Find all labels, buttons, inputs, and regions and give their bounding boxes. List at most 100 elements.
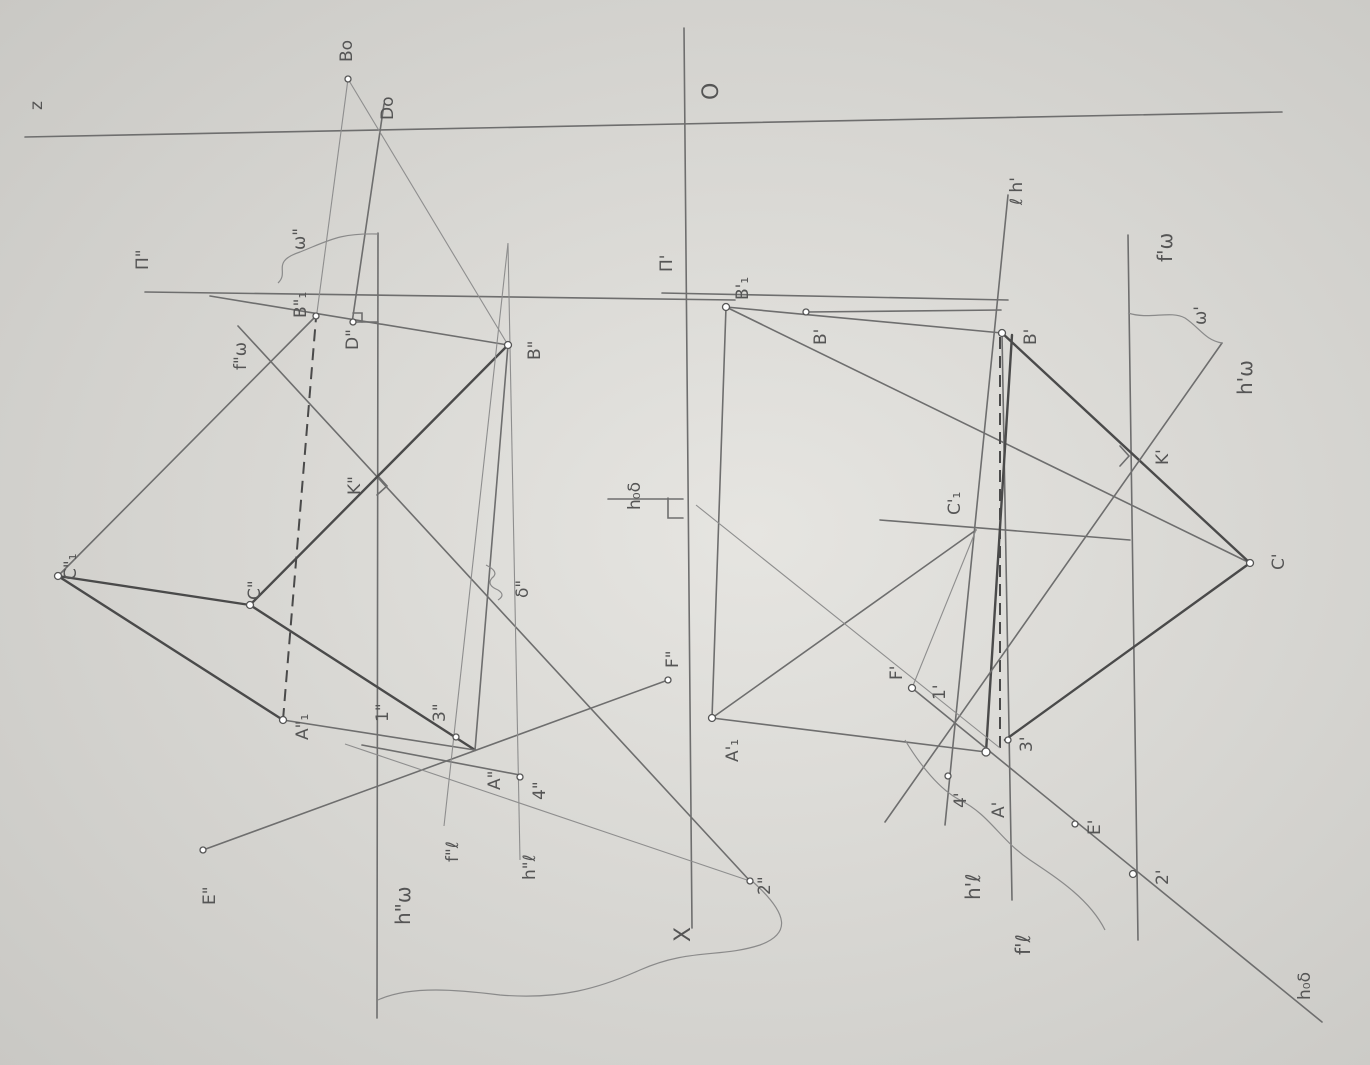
do-d-line [351,103,385,324]
label-h-omega-frontal: h"ω [391,886,415,925]
h-alpha-horizontal-line [944,194,1009,826]
label-3-frontal: 3" [430,703,450,722]
point-3-frontal [452,733,460,741]
label-4-frontal: 4" [530,781,550,800]
c-a-horizontal-edge [1003,561,1252,742]
c-b-edge [248,343,510,607]
f-omega-frontal-line [237,325,751,882]
label-h-alpha-top: ℓ h' [1007,177,1027,206]
right-angle-k-horizontal [1119,445,1131,467]
label-4-horizontal: 4' [951,793,971,809]
a1-b1-hidden-edge [282,317,317,721]
label-x: X [671,927,696,942]
point-2-frontal [746,877,754,885]
label-3-horizontal: 3' [1017,737,1037,753]
label-1-horizontal: 1' [930,685,950,701]
bo-b1-line [315,78,349,321]
pi-horizontal-line [661,292,1009,301]
right-angle-d [352,312,363,323]
pi-frontal-line [144,291,736,301]
bottom-break-line [377,880,783,1001]
point-2-horizontal [1128,869,1138,879]
label-k-frontal: K" [345,476,365,495]
label-c1-horizontal: C'₁ [945,492,965,515]
label-d-frontal: D" [343,329,363,350]
b1-c-horizontal-line [725,306,1251,564]
f-alpha-frontal-line [443,242,509,827]
frontal-to-horizontal-link [695,504,1001,749]
label-a1-frontal: A"₁ [293,714,313,740]
b1-b-line [209,295,509,346]
label-h0-delta-upper: h₀δ [625,482,645,510]
label-omega-horizontal: ω' [1191,306,1211,325]
f-alpha-horizontal-line [1001,332,1013,901]
point-b-horizontal [997,328,1007,338]
label-f-alpha-horizontal: f'ℓ [1011,934,1035,955]
point-1-horizontal [907,683,917,693]
label-f-horizontal: F' [887,666,907,680]
right-angle-h0 [667,497,684,519]
label-h-omega-horizontal: h'ω [1233,360,1257,395]
omega-horizontal-arc [1127,312,1223,344]
point-bo [344,75,352,83]
point-c1-frontal [53,571,63,581]
point-a-horizontal [981,747,991,757]
point-3-horizontal [1004,736,1012,744]
c-a-edge [248,603,477,752]
label-a-horizontal: A' [989,802,1009,818]
label-do: Do [378,97,398,121]
b1-b-horizontal-line [725,306,1003,334]
label-delta-frontal: δ" [513,580,533,598]
c1-b1-line [57,315,317,577]
c1-1-line [911,529,977,689]
label-b-horizontal: B' [1021,329,1041,345]
label-f-omega-horizontal: f'ω [1153,233,1177,262]
axis-x-line [683,27,693,929]
label-h-alpha-horizontal: h'ℓ [961,874,985,900]
label-b1-frontal: B"₁ [291,292,311,318]
a-b-horizontal-edge [984,333,1014,754]
delta-arc [485,564,503,601]
point-f-frontal [664,676,672,684]
label-k-horizontal: K' [1153,449,1173,465]
label-c1-frontal: C"₁ [61,553,81,580]
point-b1-frontal [312,312,320,320]
label-b1-horizontal: B'₁ [733,277,753,300]
bo-b-line [347,78,509,346]
point-a1-horizontal [707,713,717,723]
point-b-projection [802,308,810,316]
point-a1-frontal [278,715,288,725]
label-h0-delta-lower: h₀δ [1295,972,1315,1000]
point-4-horizontal [944,772,952,780]
point-b1-horizontal [721,302,731,312]
label-b-projection: B' [811,329,831,345]
label-h-alpha-frontal: h"ℓ [520,854,540,880]
label-e-frontal: E" [200,886,220,905]
label-a1-horizontal: A'₁ [723,739,743,762]
f-omega-horizontal-line [1127,234,1139,941]
h0-delta-horizontal-line [911,687,1323,1023]
b1-a1-horizontal-line [711,306,727,719]
b-projection-line [805,309,1002,313]
right-angle-k [376,475,389,496]
label-2-horizontal: 2' [1153,870,1173,886]
point-4-frontal [516,773,524,781]
a1-a-horizontal-line [711,717,987,753]
point-c-frontal [245,600,255,610]
label-f-alpha-frontal: f"ℓ [443,841,463,862]
axis-z-line [24,111,1283,138]
label-c-frontal: C" [245,580,265,600]
label-pi-horizontal: Π' [657,255,677,272]
label-1-frontal: 1" [373,703,393,722]
point-c-horizontal [1245,558,1255,568]
label-bo: Bo [337,40,357,62]
a1-a-line [282,719,476,751]
horizontal-3-line [361,744,521,776]
c1-c-edge [56,574,252,607]
a1-2-line [344,743,751,882]
label-c-horizontal: C' [1269,553,1289,570]
label-b-frontal: B" [525,341,545,360]
c1-line [879,519,1131,541]
